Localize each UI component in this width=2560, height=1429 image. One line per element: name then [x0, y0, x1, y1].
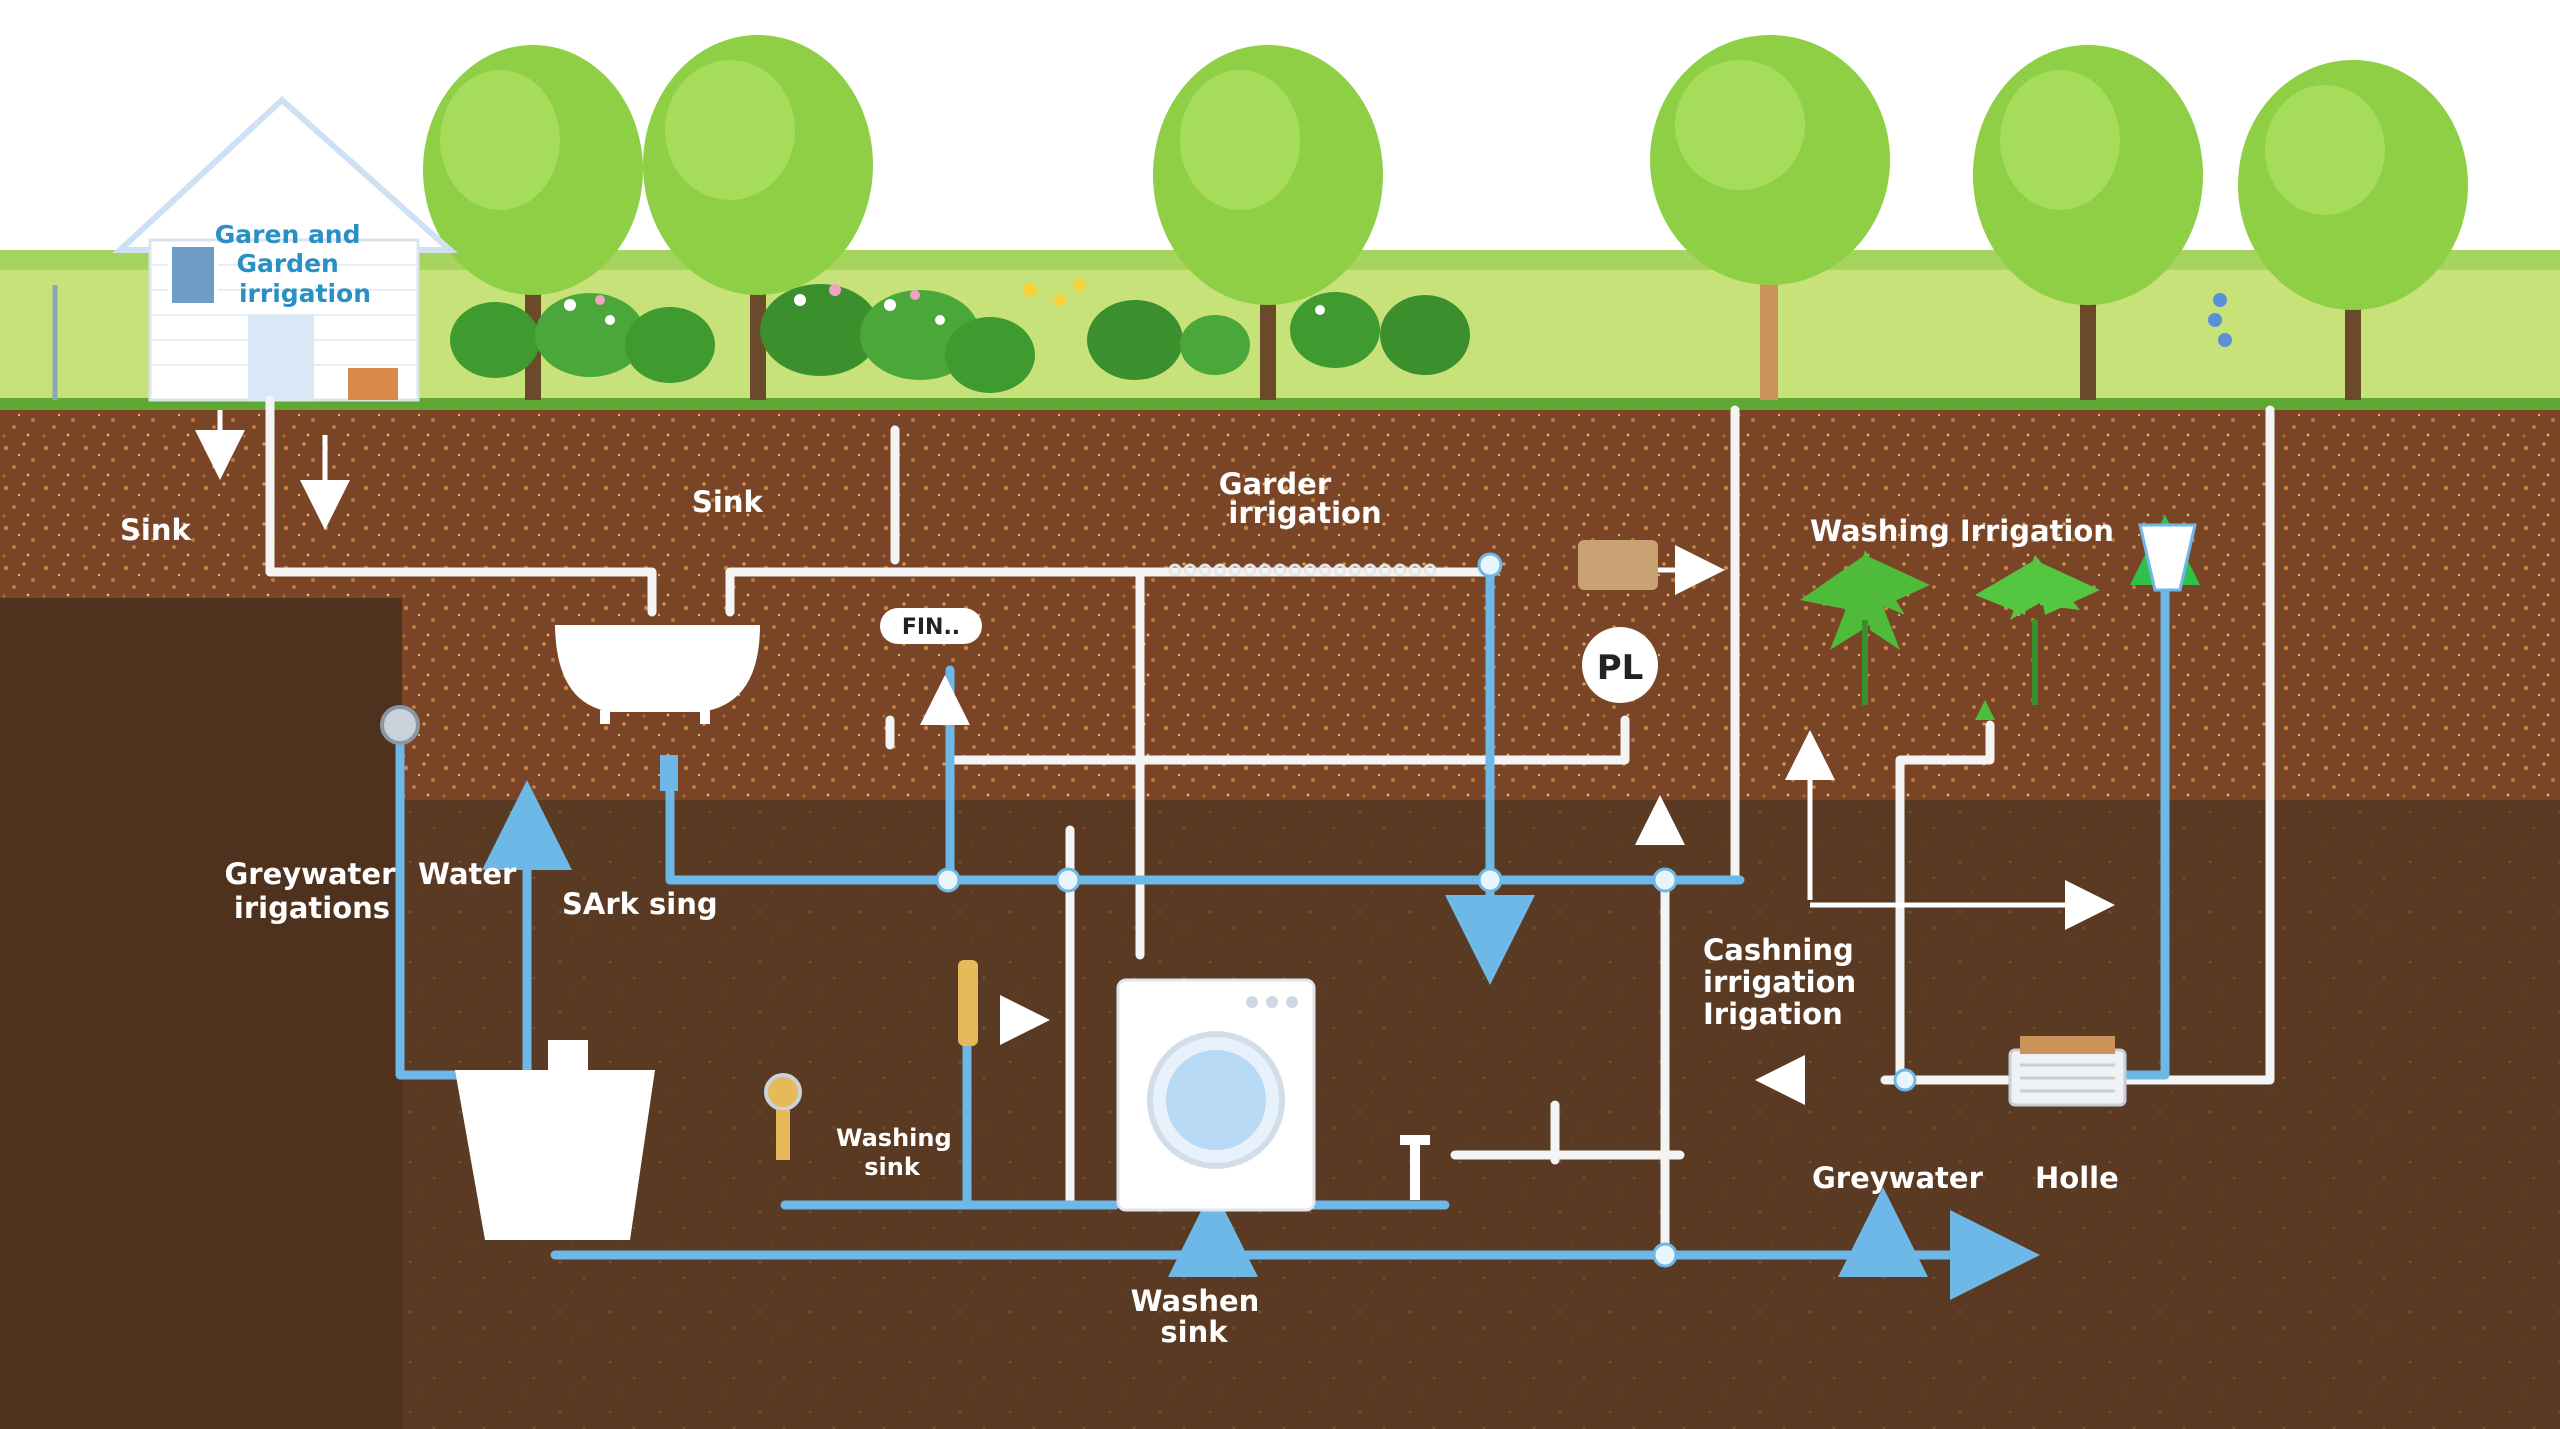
label-sink-left: Sink — [120, 513, 191, 547]
valves — [380, 705, 1430, 1200]
label-washing-sink: Washing sink — [836, 1124, 960, 1181]
trees — [423, 35, 2468, 400]
topsoil — [0, 410, 2560, 800]
tree-5 — [1973, 45, 2203, 400]
collection-tray — [2008, 1036, 2127, 1107]
washing-machine — [1116, 978, 1316, 1212]
label-greywater-irrigations: Greywater irigations — [225, 857, 406, 925]
funnel — [2138, 523, 2197, 592]
valve-left — [380, 705, 420, 745]
greywater-bucket — [455, 1040, 655, 1240]
pipe-joints — [935, 552, 1917, 1268]
shower-head — [764, 1073, 802, 1111]
fin-tag-label: FIN.. — [902, 615, 960, 640]
label-garden-irrigation: Garder irrigation — [1219, 467, 1382, 530]
label-sark-sing: SArk sing — [562, 887, 718, 921]
pl-gauge-label: PL — [1597, 648, 1644, 688]
label-washing-irrigation: Washing Irrigation — [1810, 514, 2114, 548]
label-holle: Holle — [2035, 1161, 2119, 1195]
house-door — [248, 315, 314, 401]
tree-4 — [1650, 35, 1890, 400]
filter-box — [1578, 540, 1658, 590]
house-window — [168, 243, 218, 307]
label-greywater-right: Greywater — [1812, 1161, 1984, 1195]
pl-gauge: PL — [1582, 627, 1658, 703]
white-pipes — [265, 395, 2275, 1260]
labels: Sink Sink Garder irrigation Washing Irri… — [120, 467, 2119, 1349]
deep-soil-left — [0, 598, 402, 1429]
label-washen-sink: Washen sink — [1131, 1284, 1270, 1349]
valve-blue — [660, 755, 678, 791]
label-sink-mid: Sink — [692, 485, 763, 519]
label-water: Water — [418, 857, 517, 891]
subsoil — [402, 800, 2560, 1429]
blue-pipes — [395, 550, 2170, 1260]
tree-3 — [1153, 45, 1383, 400]
tree-2 — [643, 35, 873, 400]
sink-basin — [555, 625, 760, 724]
grass-edge — [0, 398, 2560, 412]
plants-right — [1800, 550, 2100, 720]
tree-6 — [2238, 60, 2468, 400]
fin-tag: FIN.. — [880, 608, 982, 644]
house-label: Garen and Garden irrigation — [215, 220, 371, 308]
shrubs — [450, 279, 2232, 393]
house: Garen and Garden irrigation — [52, 95, 458, 402]
chain-line — [1168, 563, 1437, 577]
valve-brass — [958, 960, 978, 1046]
label-cashning: Cashning irrigation Irigation — [1703, 933, 1866, 1031]
flower-pot — [348, 368, 398, 400]
